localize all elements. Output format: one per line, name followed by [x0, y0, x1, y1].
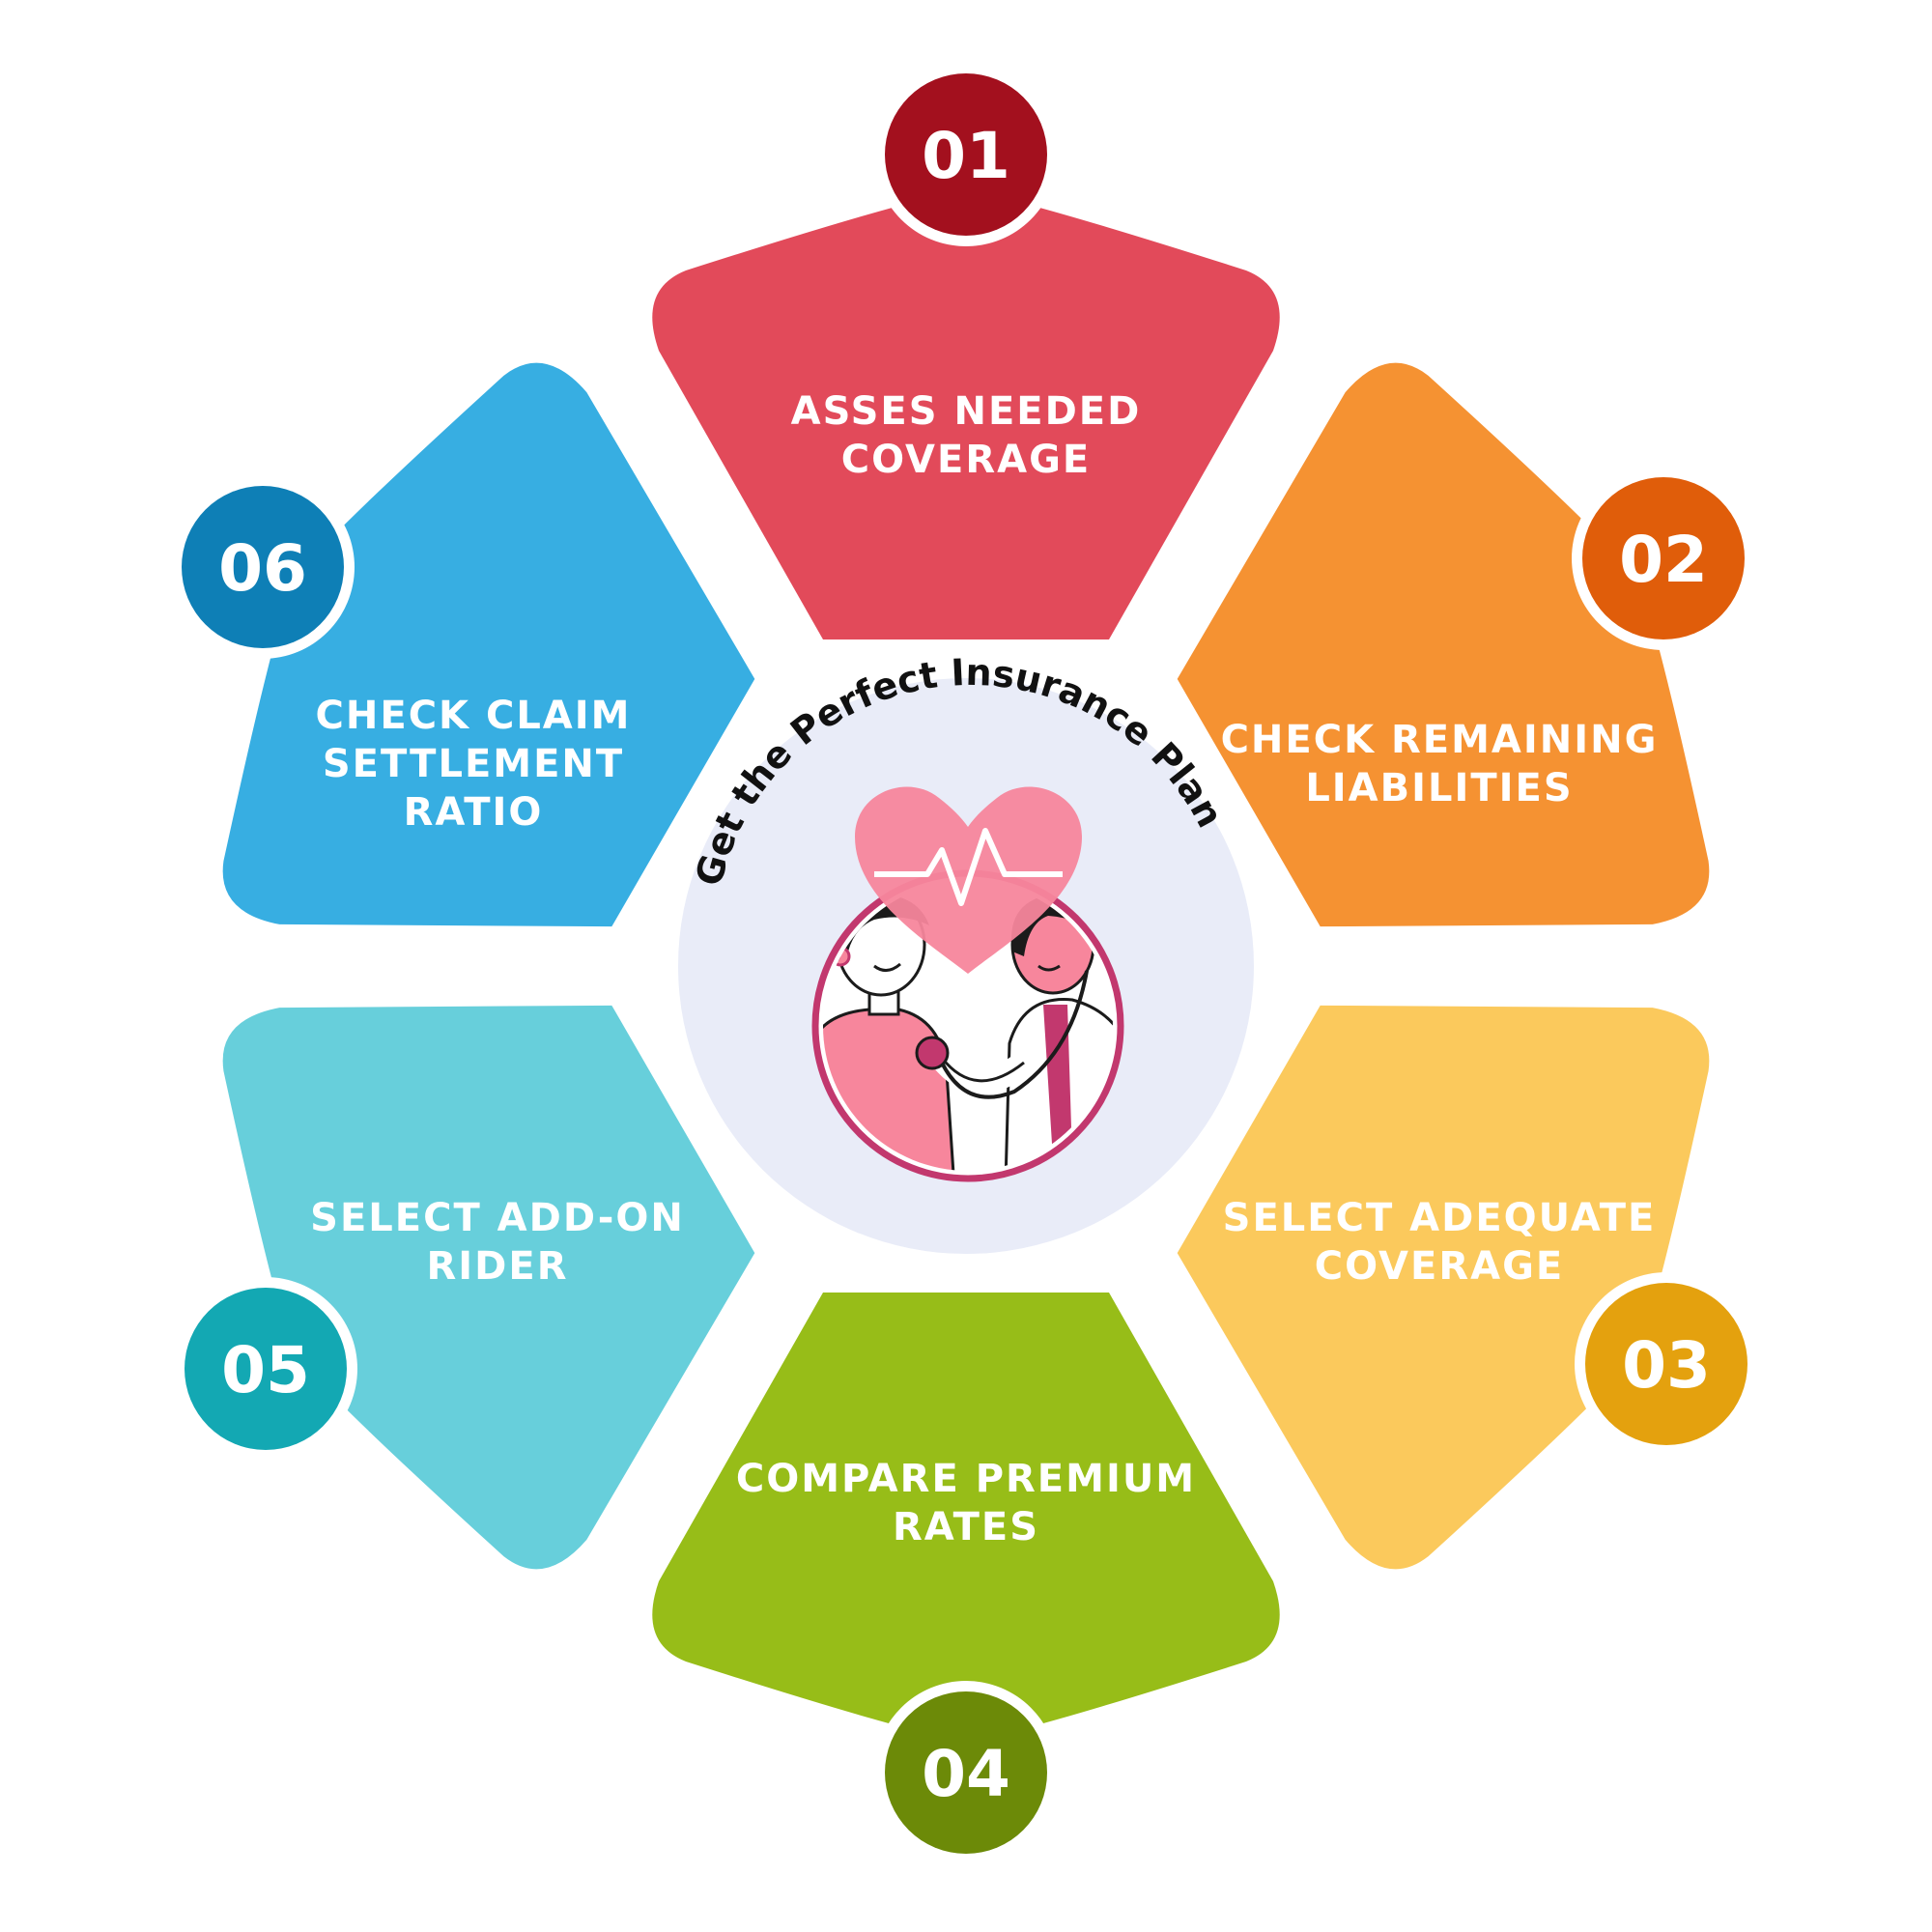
step-label-line: SELECT ADEQUATE [1223, 1196, 1657, 1240]
step-badge-05: 05 [174, 1277, 357, 1461]
step-badge-02: 02 [1572, 467, 1755, 650]
step-label-line: RATES [893, 1505, 1039, 1549]
doctor-patient-heart-illustration [811, 786, 1124, 1182]
step-petal-05 [222, 1005, 755, 1570]
step-badge-04: 04 [874, 1681, 1058, 1864]
step-label-line: SETTLEMENT [323, 742, 624, 786]
heart-pulse-icon [855, 786, 1082, 974]
step-number: 04 [922, 1737, 1010, 1811]
step-number: 01 [922, 119, 1010, 193]
center-hub: Get the Perfect Insurance Plan [661, 651, 1271, 1271]
step-badge-06: 06 [171, 475, 355, 659]
step-number: 03 [1622, 1328, 1711, 1403]
step-label-line: RIDER [426, 1244, 568, 1289]
step-label-line: CHECK REMAINING [1221, 718, 1659, 762]
step-label-line: RATIO [404, 790, 544, 835]
step-petal-01 [652, 191, 1280, 639]
step-badges: 01 02 03 04 05 06 [171, 63, 1758, 1864]
step-label-line: SELECT ADD-ON [310, 1196, 685, 1240]
step-badge-03: 03 [1575, 1272, 1758, 1456]
step-number: 06 [218, 531, 307, 606]
step-label-line: CHECK CLAIM [316, 694, 632, 738]
step-label-line: ASSES NEEDED [791, 389, 1142, 434]
step-number: 05 [221, 1333, 310, 1407]
step-label-line: LIABILITIES [1305, 766, 1573, 810]
step-number: 02 [1619, 523, 1708, 597]
step-petal-03 [1177, 1005, 1710, 1570]
step-label-line: COVERAGE [841, 438, 1091, 482]
step-badge-01: 01 [874, 63, 1058, 246]
step-petal-06 [222, 362, 755, 927]
step-petal-02 [1177, 362, 1710, 927]
step-petal-04 [652, 1293, 1280, 1741]
step-petals [222, 191, 1710, 1741]
step-label-line: COMPARE PREMIUM [736, 1457, 1196, 1501]
step-label-line: COVERAGE [1315, 1244, 1564, 1289]
